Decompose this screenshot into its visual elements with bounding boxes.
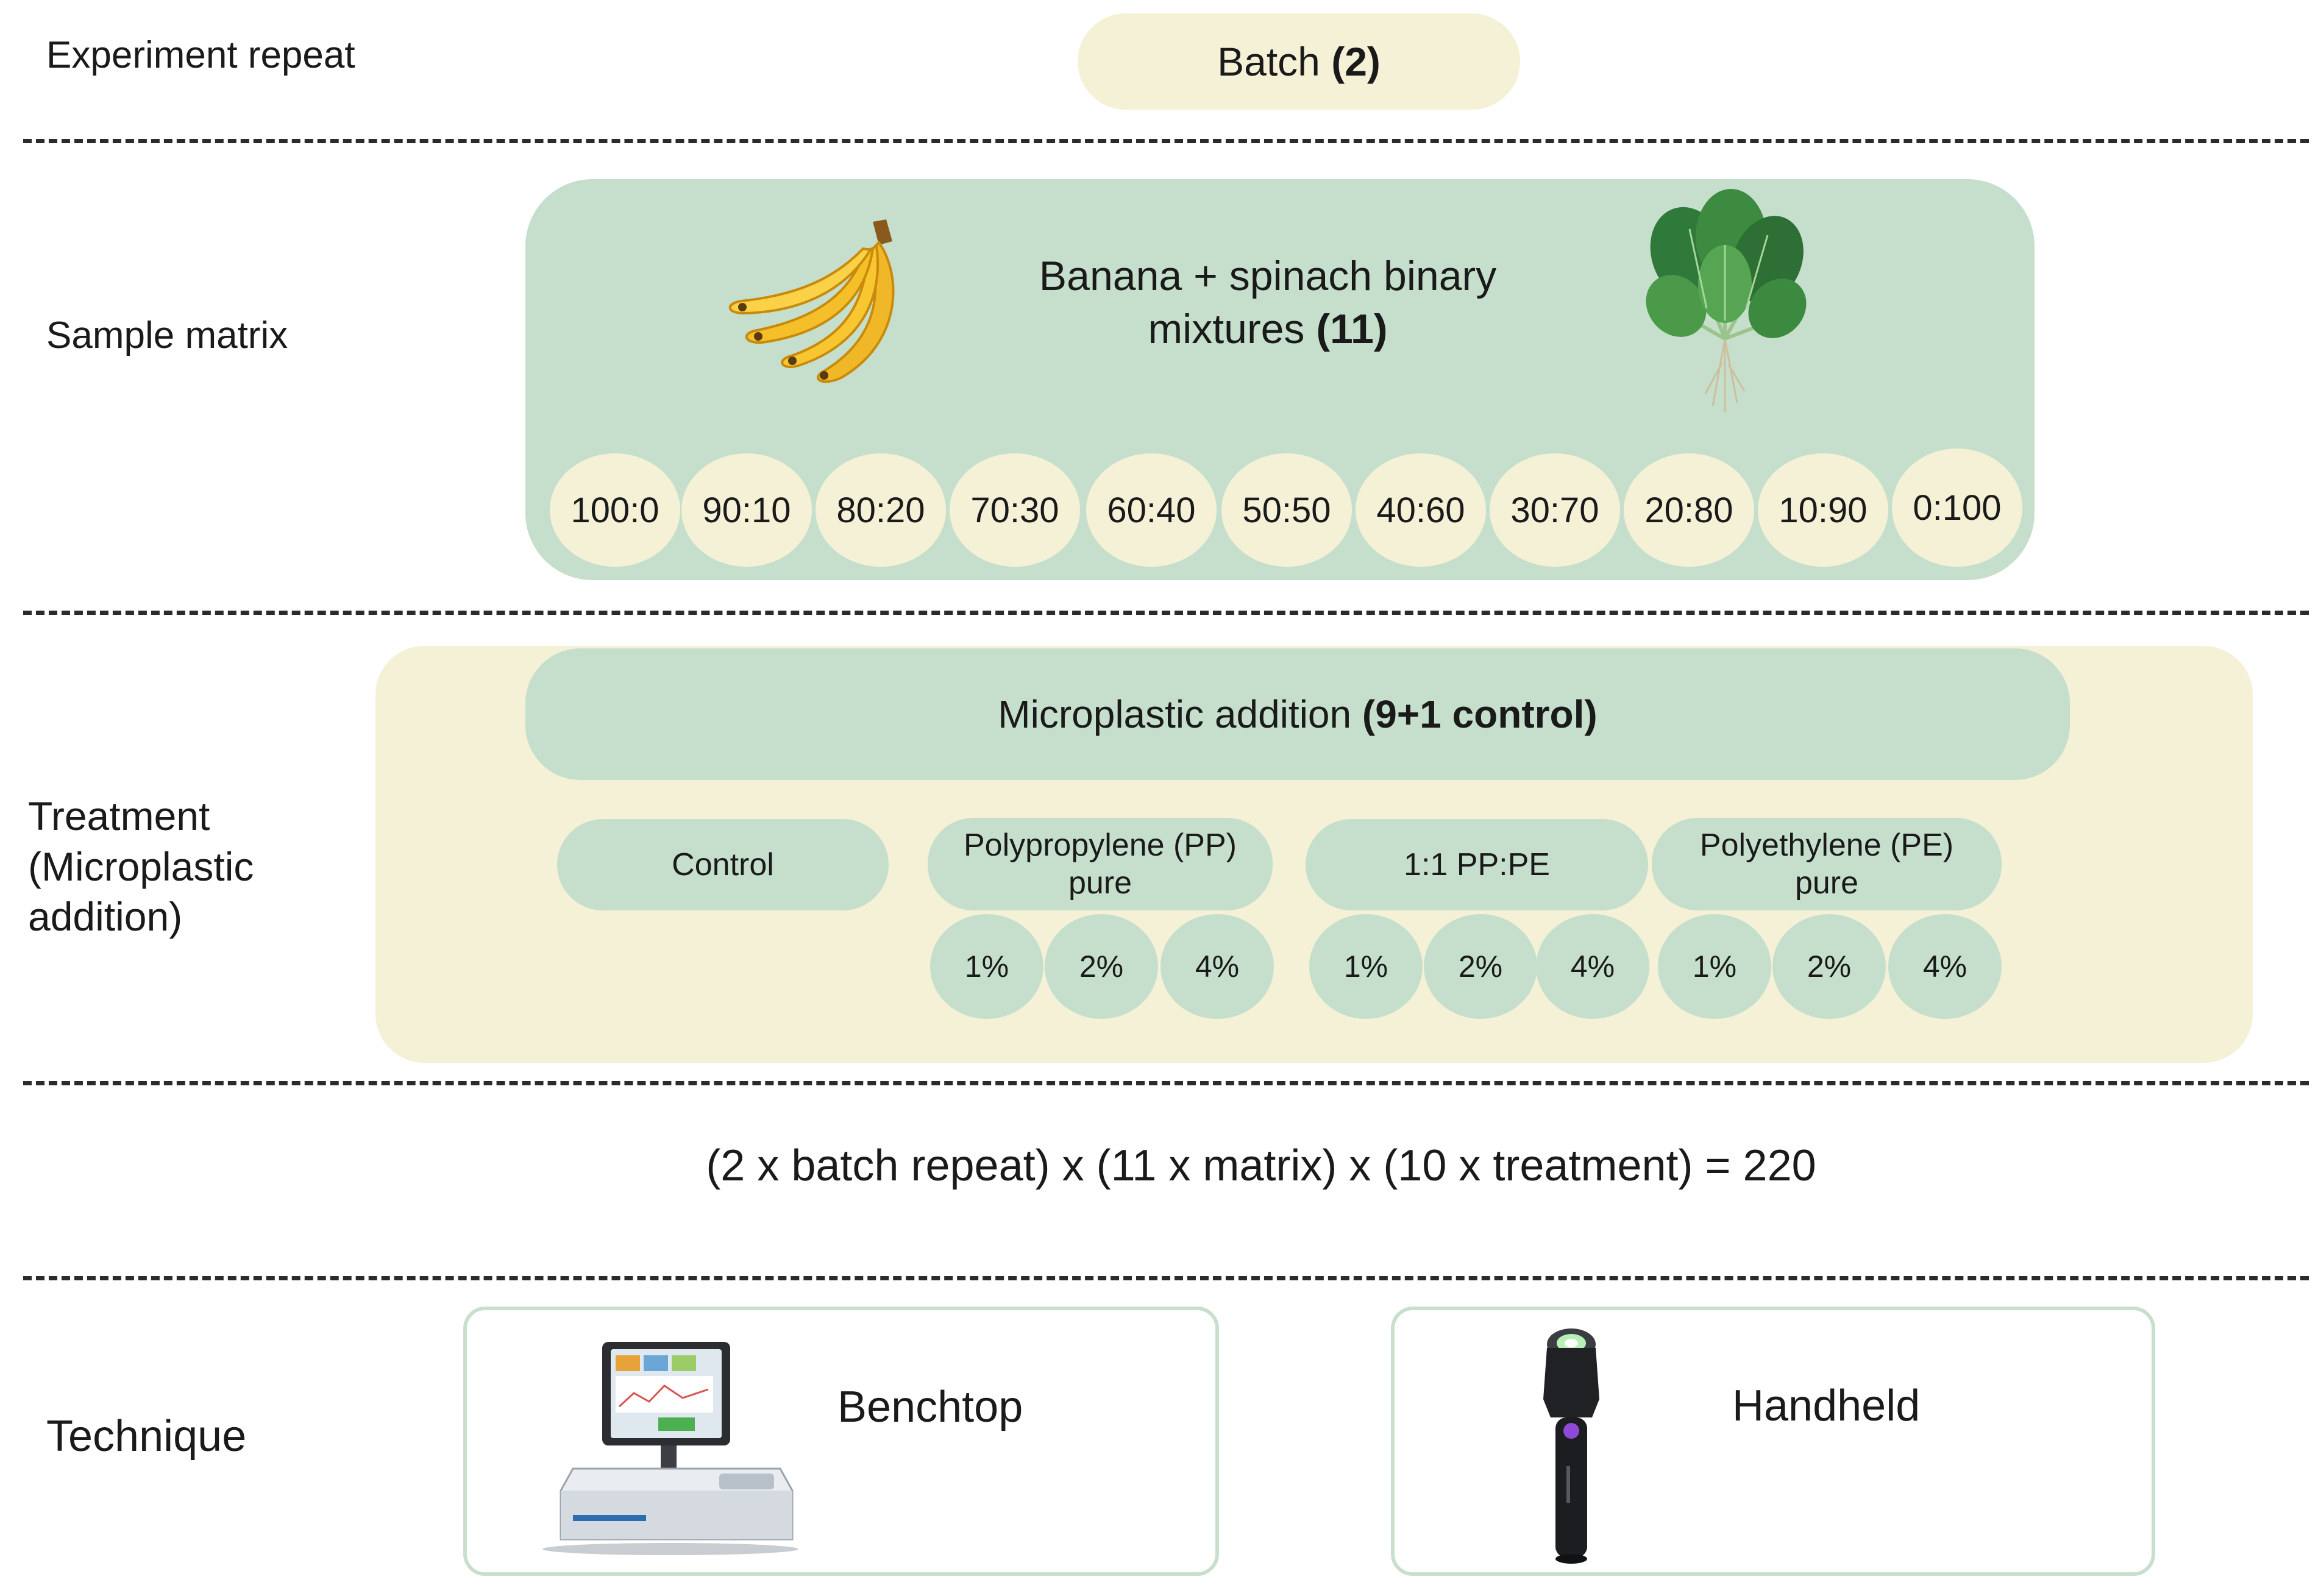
ratio-circle: 0:100 [1892,449,2022,567]
pp-level-circle: 2% [1045,914,1158,1019]
divider-4 [23,1276,2309,1280]
ratio-circle: 100:0 [550,453,680,567]
mix-level-circle: 4% [1536,914,1649,1019]
ratio-circle: 60:40 [1086,453,1217,567]
mix-level-circle: 1% [1309,914,1423,1019]
pp-level-circle: 1% [930,914,1043,1019]
row-label-treatment: Treatment (Microplastic addition) [28,791,254,942]
mix-level-circle: 2% [1424,914,1537,1019]
handheld-box [1391,1307,2155,1576]
pe-level-circle: 1% [1658,914,1771,1019]
pe-label-line2: pure [1794,865,1859,901]
handheld-spectrometer-icon [1543,1328,1599,1564]
matrix-title-line1: Banana + spinach binary [1039,253,1497,299]
sample-count-equation: (2 x batch repeat) x (11 x matrix) x (10… [706,1141,1816,1190]
treatment-label-line1: Treatment [28,793,210,839]
pe-level-circle: 4% [1888,914,2002,1019]
pp-pure-pill: Polypropylene (PP) pure [928,818,1273,910]
ratio-circle: 70:30 [950,453,1080,567]
divider-1 [23,139,2309,143]
pe-pure-pill: Polyethylene (PE) pure [1652,818,2002,910]
pp-level-circle: 4% [1160,914,1274,1019]
divider-3 [23,1081,2309,1085]
pp-pe-mix-pill: 1:1 PP:PE [1306,819,1648,910]
microplastic-title: Microplastic addition [998,692,1352,736]
pp-label-line2: pure [1068,865,1132,901]
control-pill: Control [557,819,889,910]
ratio-circle: 50:50 [1221,453,1352,567]
banana-icon [728,219,895,383]
row-label-technique: Technique [46,1412,247,1461]
matrix-title-line2-wrap: mixtures (11) [902,303,1633,356]
microplastic-addition-bar: Microplastic addition (9+1 control) [525,648,2070,780]
batch-count: (2) [1331,39,1381,84]
treatment-label-line2: (Microplastic [28,843,254,889]
pe-label-line1: Polyethylene (PE) [1699,827,1954,863]
matrix-title-line2: mixtures [1148,306,1305,353]
ratio-circle: 10:90 [1758,453,1888,567]
handheld-label: Handheld [1732,1381,1921,1430]
ratio-circle: 30:70 [1490,453,1620,567]
divider-2 [23,611,2309,615]
benchtop-label: Benchtop [837,1383,1023,1431]
ratio-circle: 80:20 [816,453,946,567]
batch-label: Batch [1217,39,1320,84]
row-label-experiment-repeat: Experiment repeat [46,34,355,76]
ratio-circle: 40:60 [1356,453,1486,567]
pp-label-line1: Polypropylene (PP) [964,827,1237,863]
ratio-circle: 90:10 [681,453,812,567]
matrix-count: (11) [1316,306,1388,353]
row-label-sample-matrix: Sample matrix [46,314,288,356]
treatment-label-line3: addition) [28,894,183,939]
microplastic-count: (9+1 control) [1362,692,1598,736]
spinach-icon [1646,189,1807,412]
benchtop-spectrometer-icon [542,1342,798,1555]
ratio-circle: 20:80 [1624,453,1754,567]
batch-pill: Batch (2) [1078,13,1520,110]
pe-level-circle: 2% [1772,914,1886,1019]
matrix-title: Banana + spinach binary mixtures (11) [902,250,1633,356]
